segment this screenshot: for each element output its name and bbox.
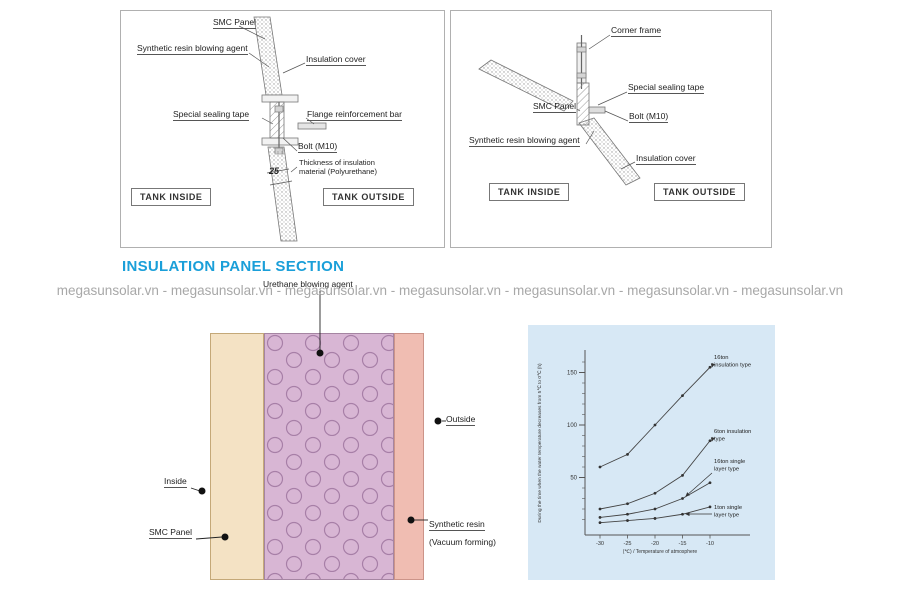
- outside-label: Outside: [446, 414, 476, 427]
- smc-panel-label: SMC Panel: [213, 17, 256, 30]
- svg-text:150: 150: [567, 371, 578, 377]
- svg-text:6ton insulation: 6ton insulation: [714, 429, 751, 435]
- lower-panel-band: [267, 146, 298, 242]
- urethane-label: Urethane blowing agent: [263, 279, 353, 289]
- svg-text:-10: -10: [706, 541, 714, 547]
- svg-text:During the time when the water: During the time when the water temperatu…: [537, 363, 543, 523]
- inside-label: Inside: [164, 476, 187, 489]
- upper-panel-band: [253, 16, 283, 96]
- svg-text:-20: -20: [651, 541, 659, 547]
- svg-text:(℃) / Temperature of atmospher: (℃) / Temperature of atmosphere: [623, 549, 698, 555]
- bolt-label: Bolt (M10): [629, 111, 669, 124]
- blowing-agent-label: Synthetic resin blowing agent: [137, 43, 248, 56]
- svg-text:100: 100: [567, 423, 578, 429]
- lower-panel-band: [578, 117, 641, 186]
- tank-outside-box: TANK OUTSIDE: [654, 183, 745, 201]
- svg-text:16ton: 16ton: [714, 355, 729, 361]
- watermark-text: megasunsolar.vn - megasunsolar.vn - mega…: [56, 283, 844, 298]
- thickness-value: 25: [269, 166, 280, 176]
- chart-panel: 50 100 150 -30 -25 -20 -15 -10 16ton insulation t…: [528, 325, 775, 580]
- smc-panel-label: SMC Panel: [149, 527, 192, 540]
- synthetic-resin-label: Synthetic resin (Vacuum forming): [429, 514, 496, 550]
- thickness-label: Thickness of insulation material (Polyur…: [299, 158, 377, 176]
- svg-text:1ton single: 1ton single: [714, 505, 742, 511]
- flange-plate-top: [261, 94, 299, 103]
- tank-inside-box: TANK INSIDE: [489, 183, 570, 201]
- svg-text:type: type: [714, 437, 725, 443]
- svg-text:layer type: layer type: [714, 513, 739, 519]
- synthetic-resin-label-line2: (Vacuum forming): [429, 537, 496, 547]
- corner-bolt-nut-top: [576, 46, 587, 53]
- bolt-block: [588, 106, 606, 114]
- insulation-cover-label: Insulation cover: [306, 54, 366, 67]
- bolt-nut-top: [274, 105, 284, 113]
- flange-bar-label: Flange reinforcement bar: [307, 109, 402, 122]
- tank-outside-box: TANK OUTSIDE: [323, 188, 414, 206]
- synthetic-resin-label-line1: Synthetic resin: [429, 519, 485, 532]
- leader-lines: [576, 34, 636, 170]
- blowing-agent-label: Synthetic resin blowing agent: [469, 135, 580, 148]
- inside-marker-dot: [198, 487, 206, 495]
- panel-joint-diagram: SMC Panel Synthetic resin blowing agent …: [120, 10, 445, 248]
- smc-panel-layer: [210, 333, 264, 580]
- corner-joint-diagram: Corner frame Special sealing tape SMC Pa…: [450, 10, 772, 248]
- corner-bolt-nut-bottom: [576, 72, 587, 79]
- svg-text:insulation type: insulation type: [714, 363, 751, 369]
- tank-inside-box: TANK INSIDE: [131, 188, 212, 206]
- vertical-panel: [576, 82, 590, 126]
- svg-text:-25: -25: [623, 541, 631, 547]
- sealing-tape-label: Special sealing tape: [628, 82, 705, 95]
- corner-frame-label: Corner frame: [611, 25, 662, 38]
- resin-layer: [394, 333, 424, 580]
- smc-panel-label: SMC Panel: [533, 101, 576, 114]
- svg-text:layer type: layer type: [714, 467, 739, 473]
- bolt-label: Bolt (M10): [298, 141, 338, 154]
- corner-joint-drawing: [478, 34, 641, 186]
- thickness-label-line1: Thickness of insulation: [299, 158, 375, 167]
- foam-layer: [264, 333, 394, 580]
- sealing-tape-label: Special sealing tape: [173, 109, 250, 122]
- svg-text:50: 50: [570, 476, 577, 482]
- page-heading: INSULATION PANEL SECTION: [122, 258, 345, 275]
- outside-marker-dot: [434, 417, 442, 425]
- flange-reinforcement-bar: [297, 122, 327, 130]
- upper-panel-band: [478, 59, 574, 112]
- foam-bubbles: [265, 334, 393, 579]
- flange-plate-bottom: [261, 137, 299, 146]
- svg-text:16ton single: 16ton single: [714, 459, 745, 465]
- chart-svg: 50 100 150 -30 -25 -20 -15 -10 16ton insulation t…: [537, 350, 751, 555]
- svg-text:-30: -30: [596, 541, 604, 547]
- insulation-cover-label: Insulation cover: [636, 153, 696, 166]
- svg-text:-15: -15: [678, 541, 686, 547]
- thickness-label-line2: material (Polyurethane): [299, 167, 377, 176]
